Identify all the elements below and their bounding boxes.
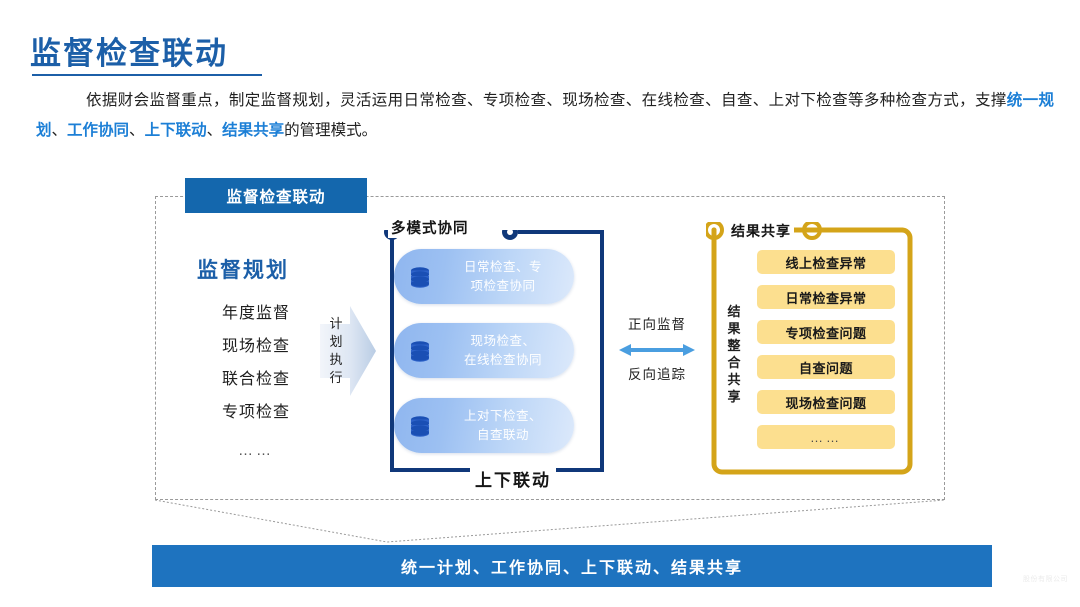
mode-card-line2: 项检查协同 <box>470 278 536 293</box>
planning-ellipsis: …… <box>238 442 274 459</box>
planning-heading: 监督规划 <box>197 259 289 282</box>
flow-forward-label: 正向监督 <box>628 317 686 332</box>
results-bracket <box>706 222 918 482</box>
highlight-vertical-linkage: 上下联动 <box>144 122 207 139</box>
planning-item: 年度监督 <box>221 305 290 322</box>
result-pill[interactable]: 线上检查异常 <box>757 250 895 274</box>
planning-item: 专项检查 <box>221 404 290 421</box>
mode-card-line2: 自查联动 <box>476 427 529 442</box>
bottom-banner: 统一计划、工作协同、上下联动、结果共享 <box>152 545 992 587</box>
paragraph-sep-3: 、 <box>206 122 223 139</box>
title-underline <box>32 74 262 76</box>
mode-card[interactable]: 上对下检查、 自查联动 <box>394 398 574 453</box>
watermark: 股份有限公司 <box>1023 576 1068 583</box>
result-pill[interactable]: …… <box>757 425 895 449</box>
paragraph-text-tail: 的管理模式。 <box>284 122 378 139</box>
execution-arrow-label: 计划执行 <box>329 316 343 385</box>
mode-card-text: 上对下检查、 自查联动 <box>440 407 574 445</box>
mode-card-line1: 日常检查、专 <box>463 259 542 274</box>
mode-card-line2: 在线检查协同 <box>463 352 542 367</box>
planning-item: 现场检查 <box>221 338 290 355</box>
paragraph-sep-1: 、 <box>51 122 68 139</box>
result-pill[interactable]: 专项检查问题 <box>757 320 895 344</box>
diagram-top-banner: 监督检查联动 <box>185 178 367 213</box>
database-icon <box>400 414 440 438</box>
vertical-linkage-label: 上下联动 <box>470 466 556 491</box>
database-icon <box>400 265 440 289</box>
results-vertical-label: 结果整合共享 <box>727 304 741 404</box>
mode-card-text: 现场检查、 在线检查协同 <box>440 332 574 370</box>
mode-card[interactable]: 日常检查、专 项检查协同 <box>394 249 574 304</box>
highlight-unified-plan: 统一规划 <box>36 92 1054 139</box>
body-paragraph: 依据财会监督重点，制定监督规划，灵活运用日常检查、专项检查、现场检查、在线检查、… <box>36 86 1054 146</box>
paragraph-sep-2: 、 <box>129 122 145 139</box>
result-pill[interactable]: 日常检查异常 <box>757 285 895 309</box>
execution-arrow-icon <box>320 302 376 400</box>
flow-backward-label: 反向追踪 <box>628 367 686 382</box>
result-pill[interactable]: 自查问题 <box>757 355 895 379</box>
planning-list: 年度监督 现场检查 联合检查 专项检查 …… <box>200 297 312 467</box>
results-share-label: 结果共享 <box>728 221 794 241</box>
diagram-dotted-frame <box>155 196 945 500</box>
mode-card-text: 日常检查、专 项检查协同 <box>440 258 574 296</box>
chevron-connector <box>155 498 945 548</box>
bidirectional-arrow-icon <box>617 340 697 360</box>
database-icon <box>400 339 440 363</box>
result-pill[interactable]: 现场检查问题 <box>757 390 895 414</box>
mode-card-line1: 上对下检查、 <box>463 408 542 423</box>
planning-item: 联合检查 <box>221 371 290 388</box>
mode-card-line1: 现场检查、 <box>470 333 536 348</box>
multimode-label: 多模式协同 <box>388 217 472 238</box>
mode-card[interactable]: 现场检查、 在线检查协同 <box>394 323 574 378</box>
highlight-result-sharing: 结果共享 <box>222 122 285 139</box>
paragraph-text-lead: 依据财会监督重点，制定监督规划，灵活运用日常检查、专项检查、现场检查、在线检查、… <box>86 92 1007 109</box>
highlight-work-collab: 工作协同 <box>67 122 130 139</box>
page-title: 监督检查联动 <box>30 36 228 71</box>
